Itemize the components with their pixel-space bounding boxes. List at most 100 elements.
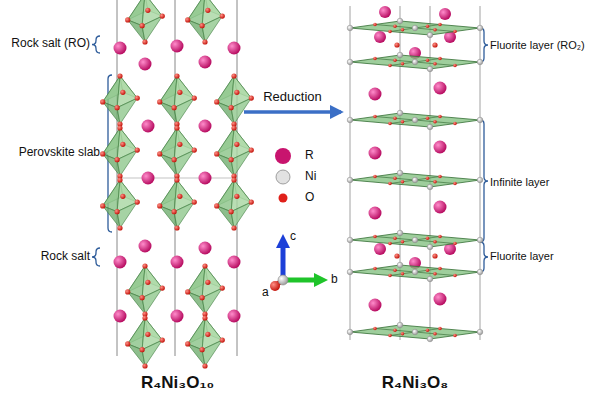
o-atom [373,235,377,239]
octahedron-face [174,202,194,228]
o-atom [393,58,397,62]
o-atom [249,147,254,152]
o-atom [125,289,130,294]
o-atom [426,176,430,180]
ni-atom [412,269,418,275]
r-atom [114,256,127,269]
plane-grid-line [390,269,440,276]
octahedron-face [188,344,205,366]
o-atom [388,122,392,126]
octahedron-face [128,20,145,42]
o-atom [117,177,122,182]
ni-atom [427,244,433,250]
ni-atom [412,117,418,123]
r-atom [171,310,184,323]
unit-cell-edge [480,6,481,340]
o-atom [401,62,405,66]
plane-grid-line [390,177,440,184]
octahedron-face [103,102,120,124]
o-atom [433,180,437,184]
plane-grid-line [390,25,440,32]
ni-atom [412,237,418,243]
ni-atom [477,269,483,275]
o-atom [433,28,437,32]
o-atom [220,13,225,18]
o-atom [453,242,457,246]
octahedron-face [231,202,251,228]
r-atom [379,6,391,18]
octahedron-face [117,150,137,176]
octahedron-face [103,206,120,228]
ni-atom [347,117,353,123]
legend-text: O [305,191,314,204]
o-atom [214,203,219,208]
o-atom [438,115,442,119]
o-atom [401,332,405,336]
ni-atom [397,322,403,328]
o-atom [145,8,150,13]
o-atom [453,122,457,126]
o-atom [229,105,234,110]
o-atom [200,295,205,300]
o-atom [185,341,190,346]
octahedron-face [160,206,177,228]
ni-atom [477,329,483,335]
plane-grid-line [390,117,440,124]
o-atom [157,151,162,156]
o-atom [373,327,377,331]
chemical-formula: R₄Ni₃O₈ [315,374,515,393]
o-atom [140,23,145,28]
infinite-layer-structure [347,6,483,342]
octahedron-face [174,98,194,124]
r-atom [374,31,386,43]
structure-panel: R₄Ni₃O₁₀ [115,0,240,402]
o-atom [438,57,442,61]
nio2-plane [350,233,480,247]
o-atom [401,180,405,184]
r-atom [199,172,212,185]
o-atom [120,194,125,199]
o-atom [388,334,392,338]
o-atom [393,236,397,240]
octahedron-face [160,154,177,176]
r-atom [139,58,152,71]
r-atom [139,240,152,253]
ni-atom [347,237,353,243]
o-atom [202,39,207,44]
ni-atom [347,59,353,65]
r-atom [369,299,382,312]
o-atom [135,147,140,152]
o-atom [200,347,205,352]
ni-atom [397,230,403,236]
legend-swatch [275,148,291,164]
o-atom [373,175,377,179]
octahedron-face [231,98,251,124]
o-atom [453,182,457,186]
o-atom [438,267,442,271]
unit-cell-edge [350,6,351,340]
o-atom [157,203,162,208]
o-atom [373,267,377,271]
plane-grid-line [375,269,455,276]
o-atom [401,28,405,32]
ni-atom [347,25,353,31]
plane-grid-line [375,329,455,336]
o-atom [140,347,145,352]
o-atom [401,240,405,244]
structure-panel: R₄Ni₃O₈ [345,0,485,402]
o-atom [426,236,430,240]
o-atom [117,225,122,230]
ni-atom [477,25,483,31]
o-atom [393,268,397,272]
octahedron-face [202,288,222,314]
nio2-plane [350,325,480,339]
o-atom [220,337,225,342]
r-atom [171,40,184,53]
octahedron-face [160,102,177,124]
o-atom [174,73,179,78]
o-atom [393,328,397,332]
ni-atom [427,124,433,130]
